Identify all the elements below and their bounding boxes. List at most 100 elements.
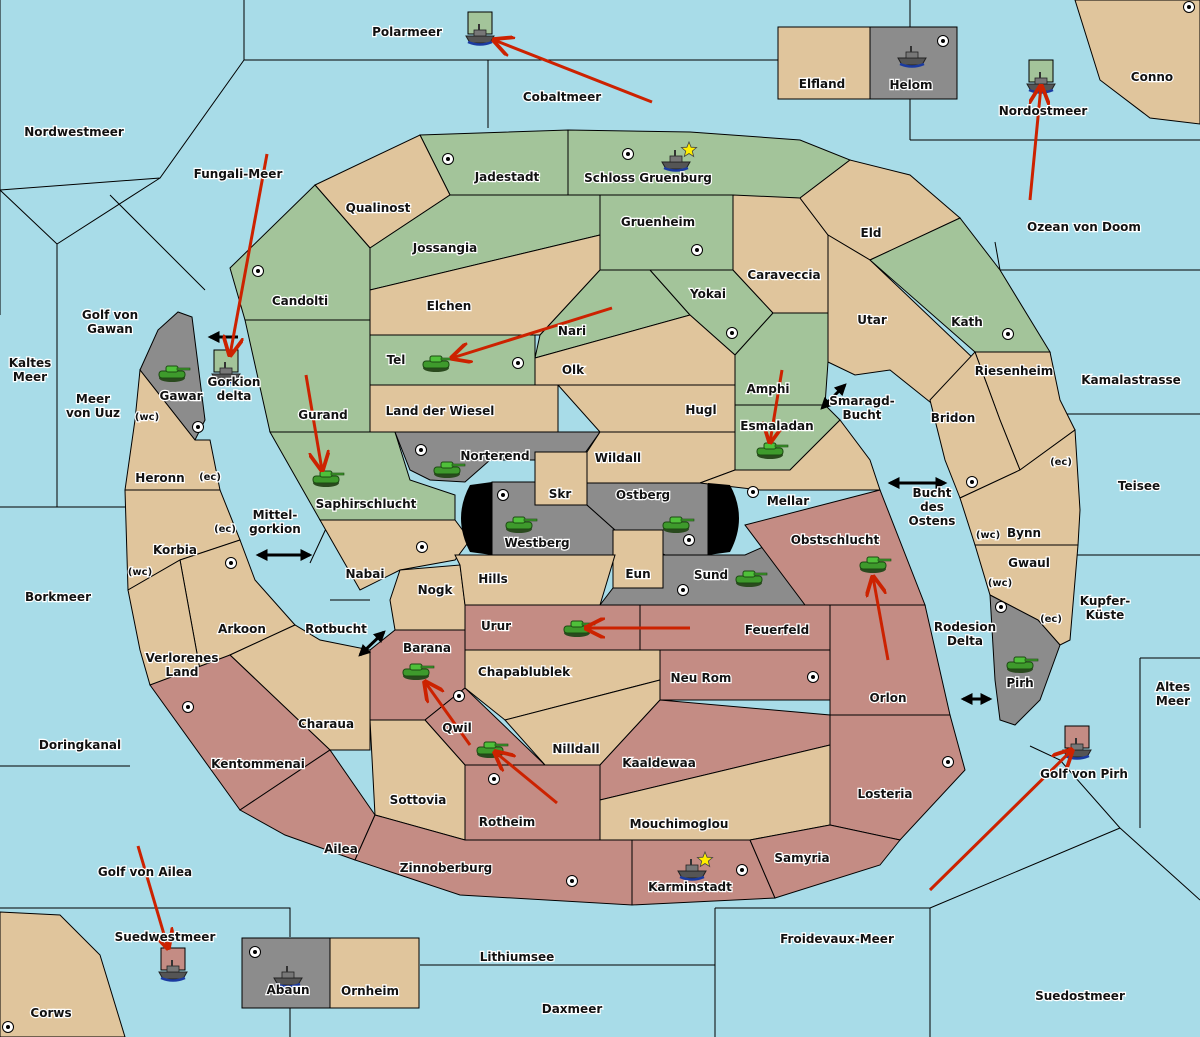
label-nordwestmeer: Nordwestmeer [24, 125, 124, 139]
label-kentommenai: Kentommenai [211, 757, 305, 771]
label-utar: Utar [857, 313, 887, 327]
label-orlon: Orlon [869, 691, 906, 705]
territory-ornheim[interactable] [329, 937, 420, 1009]
territory-gruenheim[interactable] [599, 194, 734, 271]
label-elfland: Elfland [799, 77, 845, 91]
territory-corws[interactable] [0, 911, 126, 1037]
supply-center-icon [1002, 328, 1014, 340]
label-arkoon: Arkoon [218, 622, 266, 636]
label-fungali-meer: Fungali-Meer [194, 167, 283, 181]
supply-center-icon [736, 864, 748, 876]
label-golf-von-ailea: Golf von Ailea [98, 865, 192, 879]
label-qualinost: Qualinost [346, 201, 411, 215]
canal-arrow-icon [820, 383, 847, 410]
label-zinnoberburg: Zinnoberburg [400, 861, 492, 875]
label-esmaladan: Esmaladan [740, 419, 813, 433]
label-suedostmeer: Suedostmeer [1035, 989, 1125, 1003]
label-qwil: Qwil [442, 721, 472, 735]
canal-layer [207, 331, 993, 705]
territory-conno[interactable] [1074, 0, 1200, 125]
label-amphi: Amphi [746, 382, 789, 396]
move-order-arrow [425, 682, 472, 746]
impassable-east [708, 483, 739, 555]
label-gruenheim: Gruenheim [621, 215, 695, 229]
label-nari: Nari [558, 324, 586, 338]
supply-center-icon [966, 476, 978, 488]
sea-border [994, 241, 1001, 271]
territory-samyria[interactable] [749, 824, 901, 899]
label-jossangia: Jossangia [412, 241, 477, 255]
label-westberg: Westberg [504, 536, 569, 550]
label-chapablublek: Chapablublek [478, 665, 571, 679]
label-eld: Eld [861, 226, 882, 240]
label-smaragd-bucht: Smaragd-Bucht [829, 394, 894, 422]
label-ailea: Ailea [324, 842, 358, 856]
label-nabai: Nabai [346, 567, 385, 581]
label-elchen: Elchen [427, 299, 472, 313]
move-order-arrow [304, 374, 322, 470]
move-order-arrow [452, 306, 613, 358]
supply-center-icon [622, 148, 634, 160]
label-kupfer-k-ste: Kupfer-Küste [1080, 594, 1130, 622]
fleet-unit-golf-von-pirh[interactable] [1061, 725, 1093, 760]
fleet-unit-nordostmeer[interactable] [1025, 59, 1057, 94]
label-suedwestmeer: Suedwestmeer [115, 930, 216, 944]
label-bridon: Bridon [931, 411, 976, 425]
supply-center-icon [225, 557, 237, 569]
label-abaun: Abaun [266, 983, 309, 997]
move-order-arrow [494, 40, 653, 104]
fleet-unit-polarmeer[interactable] [464, 11, 496, 46]
move-order-arrow [230, 153, 269, 355]
move-order-arrow [495, 752, 558, 805]
label-ozean-von-doom: Ozean von Doom [1027, 220, 1141, 234]
label-losteria: Losteria [857, 787, 912, 801]
label-kamalastrasse: Kamalastrasse [1081, 373, 1181, 387]
label-nordostmeer: Nordostmeer [999, 104, 1088, 118]
label-cobaltmeer: Cobaltmeer [523, 90, 601, 104]
label-feuerfeld: Feuerfeld [745, 623, 810, 637]
label-neu-rom: Neu Rom [671, 671, 732, 685]
label-olk: Olk [562, 363, 585, 377]
territory-nogk[interactable] [389, 564, 466, 631]
coast-marker-korbia-wc: (wc) [128, 567, 152, 578]
label-candolti: Candolti [272, 294, 328, 308]
territory-nabai[interactable] [319, 519, 471, 591]
fleet-unit-suedwestmeer[interactable] [157, 947, 189, 982]
coast-marker-gwaul-ec: (ec) [1040, 614, 1062, 625]
label-nogk: Nogk [418, 583, 454, 597]
label-polarmeer: Polarmeer [372, 25, 442, 39]
label-jadestadt: Jadestadt [474, 170, 540, 184]
label-norterend: Norterend [460, 449, 529, 463]
supply-center-icon [192, 421, 204, 433]
label-doringkanal: Doringkanal [39, 738, 121, 752]
label-gwaul: Gwaul [1008, 556, 1050, 570]
label-conno: Conno [1131, 70, 1173, 84]
label-lithiumsee: Lithiumsee [480, 950, 555, 964]
coast-marker-bynn-ec: (ec) [1050, 457, 1072, 468]
move-order-arrow [1028, 86, 1041, 201]
supply-center-icon [677, 584, 689, 596]
label-ostberg: Ostberg [616, 488, 670, 502]
territory-mellar[interactable] [699, 419, 881, 491]
territory-kath[interactable] [869, 217, 1051, 353]
label-hills: Hills [478, 572, 508, 586]
supply-center-icon [249, 946, 261, 958]
label-skr: Skr [549, 487, 572, 501]
supply-center-icon [2, 1021, 14, 1033]
coast-marker-korbia-ec: (ec) [214, 524, 236, 535]
supply-center-icon [937, 35, 949, 47]
impassable-west [461, 482, 492, 555]
supply-center-icon [497, 489, 509, 501]
sea-border [0, 907, 291, 937]
label-sottovia: Sottovia [390, 793, 447, 807]
label-daxmeer: Daxmeer [542, 1002, 603, 1016]
label-riesenheim: Riesenheim [975, 364, 1054, 378]
